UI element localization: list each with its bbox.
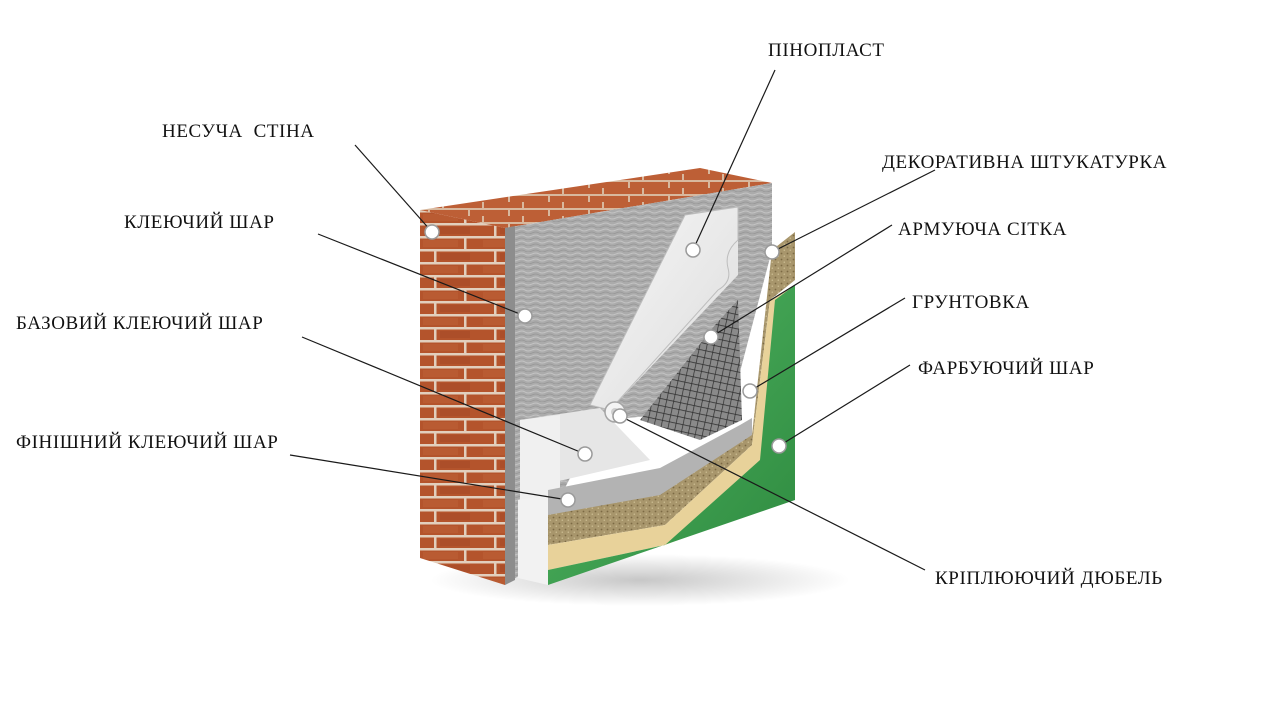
leader-reinforcing-mesh <box>710 224 893 338</box>
plaster-band <box>548 232 795 545</box>
marker-decorative-plaster <box>764 244 780 260</box>
label-primer: ГРУНТОВКА <box>912 292 1030 313</box>
marker-primer <box>742 383 758 399</box>
base-adhesive-front <box>520 415 560 500</box>
leader-decorative-plaster <box>771 169 936 253</box>
label-foam: ПІНОПЛАСТ <box>768 40 885 61</box>
brick-wall-top <box>420 168 772 228</box>
marker-adhesive-layer <box>517 308 533 324</box>
label-base-adhesive-layer: БАЗОВИЙ КЛЕЮЧИЙ ШАР <box>16 313 264 334</box>
leader-anchor-dowel <box>619 415 926 571</box>
label-anchor-dowel: КРІПЛЮЮЧИЙ ДЮБЕЛЬ <box>935 568 1163 589</box>
foam-bottom-block <box>518 495 548 585</box>
marker-paint-layer <box>771 438 787 454</box>
leader-foam <box>692 69 776 251</box>
marker-anchor-dowel <box>612 408 628 424</box>
label-reinforcing-mesh: АРМУЮЧА СІТКА <box>898 219 1068 240</box>
label-decorative-plaster: ДЕКОРАТИВНА ШТУКАТУРКА <box>882 152 1168 173</box>
finish-adhesive-band <box>548 418 752 520</box>
leader-primer <box>749 297 906 392</box>
marker-foam <box>685 242 701 258</box>
paint-layer <box>548 285 795 585</box>
marker-reinforcing-mesh <box>703 329 719 345</box>
foam-board <box>590 207 738 410</box>
marker-finish-adhesive <box>560 492 576 508</box>
leader-finish-adhesive <box>289 454 569 501</box>
adhesive-edge <box>505 226 515 585</box>
label-bearing-wall: НЕСУЧА СТІНА <box>162 121 315 142</box>
brick-wall-front <box>420 210 505 585</box>
label-paint-layer: ФАРБУЮЧИЙ ШАР <box>918 358 1095 379</box>
label-finish-adhesive-layer: ФІНІШНИЙ КЛЕЮЧИЙ ШАР <box>16 432 279 453</box>
label-adhesive-layer: КЛЕЮЧИЙ ШАР <box>124 212 275 233</box>
leader-adhesive-layer <box>317 233 526 317</box>
leader-base-adhesive <box>301 336 586 455</box>
leader-paint-layer <box>778 364 911 447</box>
marker-base-adhesive <box>577 446 593 462</box>
leader-bearing-wall <box>354 144 433 233</box>
foam-edge <box>589 206 739 411</box>
marker-bearing-wall <box>424 224 440 240</box>
brick-wall-top-shade <box>420 168 772 228</box>
